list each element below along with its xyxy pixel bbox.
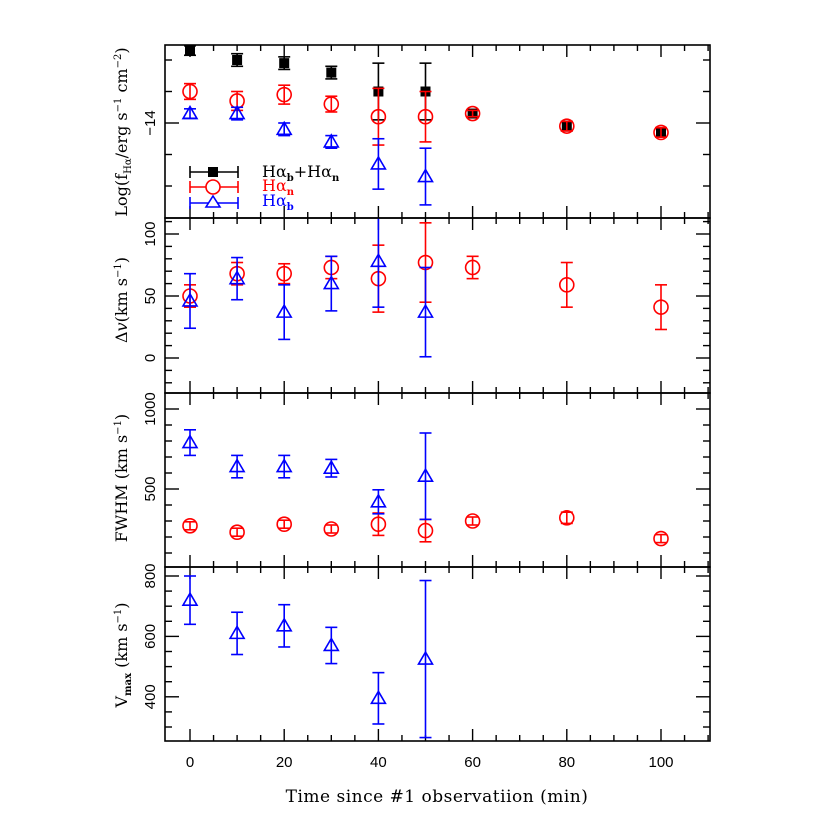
y-tick-label: 0: [142, 354, 159, 362]
plot-layer: −14 0 50 100 500 1000 400 600 800 0 20 40 60 80 100: [142, 44, 711, 771]
svg-text:Hαb+Hαn: Hαb+Hαn: [262, 162, 340, 184]
x-tick-label: 40: [370, 754, 387, 771]
series-triangle: [181, 218, 434, 358]
panel-flux: −14: [142, 44, 711, 219]
y-tick-label: 500: [142, 476, 159, 501]
y-tick-label: 100: [142, 221, 159, 246]
panel-fwhm: 500 1000: [142, 392, 711, 568]
svg-text:Hαn: Hαn: [262, 176, 295, 198]
svg-text:Hαb: Hαb: [262, 191, 294, 213]
series-triangle: [181, 428, 434, 521]
legend-entry-total: Hαb+Hαn: [189, 162, 340, 184]
panel-data: [181, 428, 669, 547]
panel-data: [181, 218, 669, 358]
x-tick-label: 20: [276, 754, 293, 771]
panel-vmax: 400 600 800: [142, 563, 711, 742]
series-triangle: [181, 104, 434, 206]
fwhm-ylabel: FWHM (km s−1): [112, 414, 131, 542]
y-tick-label: 1000: [142, 392, 159, 425]
y-tick-label: 50: [142, 288, 159, 305]
panel-data: [181, 45, 669, 206]
y-tick-label: 800: [142, 563, 159, 588]
series-circle: [182, 82, 669, 146]
legend-entry-narrow: Hαn: [189, 176, 295, 198]
x-tick-label: 80: [558, 754, 575, 771]
legend: Hαb+Hαn Hαn Hαb: [189, 162, 340, 213]
legend-entry-broad: Hαb: [189, 191, 294, 213]
flux-ylabel: Log(fHα/erg s−1 cm−2): [112, 47, 134, 216]
y-tick-label: −14: [142, 110, 159, 135]
panel-data: [181, 575, 434, 739]
x-tick-label: 60: [464, 754, 481, 771]
panel-delta_v: 0 50 100: [142, 217, 711, 394]
series-triangle: [181, 575, 434, 739]
y-tick-label: 400: [142, 684, 159, 709]
vmax-ylabel: Vmax (km s−1): [112, 602, 134, 708]
x-tick-label: 0: [186, 754, 194, 771]
x-axis-label: Time since #1 observatiion (min): [286, 787, 589, 807]
y-tick-label: 600: [142, 624, 159, 649]
delta-v-ylabel: Δv(km s−1): [112, 257, 131, 343]
x-tick-label: 100: [648, 754, 673, 771]
